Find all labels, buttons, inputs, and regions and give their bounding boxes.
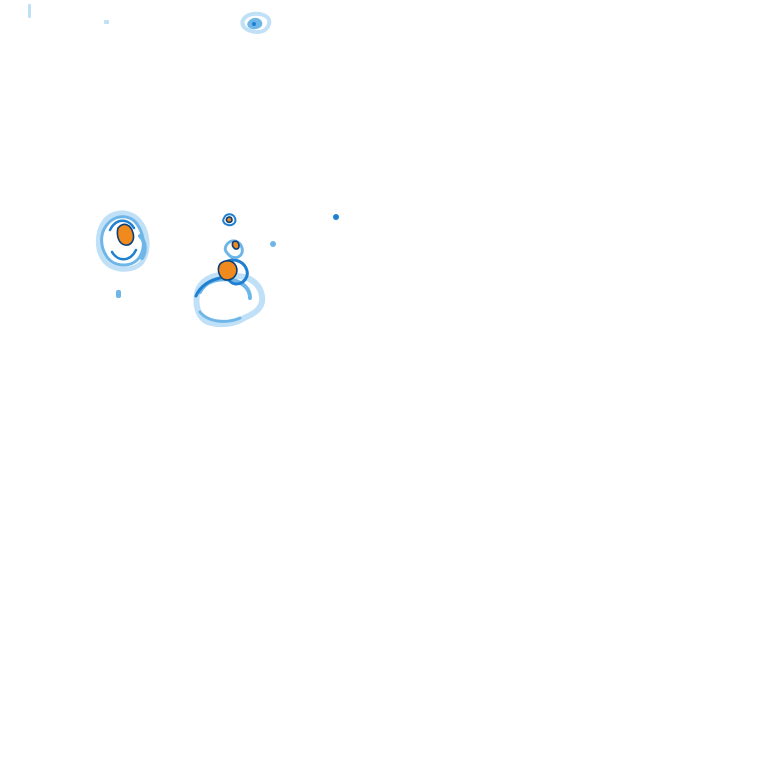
east-isolated-echo [270, 214, 339, 247]
west-cell-core [116, 223, 135, 246]
north-light-echo [28, 4, 272, 34]
central-storm-cell [193, 239, 266, 328]
west-storm-cell [95, 210, 150, 298]
central-cell-core [217, 260, 238, 281]
central-small-cell [222, 213, 237, 227]
central-cell-core-secondary [231, 240, 240, 250]
